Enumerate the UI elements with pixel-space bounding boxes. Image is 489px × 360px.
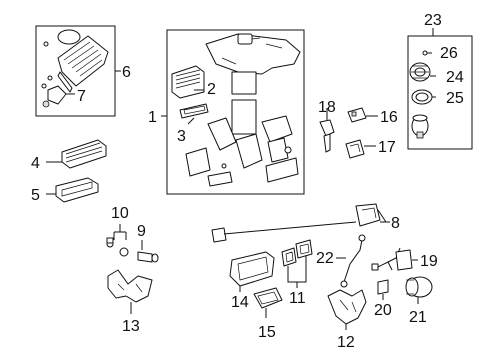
hose-22 [340,234,366,288]
seal-3 [179,103,209,119]
callout-10: 10 [111,205,129,222]
evaporator-core-5 [55,177,99,203]
callout-17: 17 [378,139,396,156]
callout-26: 26 [440,45,458,62]
harness-19 [371,247,413,271]
callout-1: 1 [148,109,157,126]
callout-2: 2 [207,81,216,98]
seals-11 [281,239,313,267]
actuator-7 [42,85,67,108]
callout-6: 6 [122,64,131,81]
case-components [185,71,299,187]
callout-3: 3 [177,128,186,145]
resistor-20 [377,279,389,300]
callout-12: 12 [337,334,355,351]
callout-24: 24 [446,69,464,86]
callout-13: 13 [122,318,140,335]
cable-8 [211,203,381,243]
blower-wheel-24 [409,62,436,82]
motor-23 [411,114,429,139]
group-box-23 [407,35,473,150]
callout-16: 16 [380,109,398,126]
heater-core-2 [171,65,205,99]
callout-22: 22 [316,250,334,267]
callout-4: 4 [31,155,40,172]
callout-15: 15 [258,324,276,341]
heater-core-4 [61,139,107,169]
callout-8: 8 [391,215,400,232]
callout-19: 19 [420,253,438,270]
group-box-6 [35,25,116,117]
hvac-case-upper [205,33,301,75]
callout-9: 9 [137,223,146,240]
callout-5: 5 [31,187,40,204]
actuator-17 [345,139,365,159]
screw-26 [422,50,432,56]
group-box-1 [166,29,305,195]
filter-15 [253,287,283,309]
duct-12 [327,289,367,325]
sensor-18 [319,119,335,153]
callout-7: 7 [77,88,86,105]
callout-25: 25 [446,90,464,107]
bracket-13 [107,269,153,303]
callout-14: 14 [231,294,249,311]
blower-motor-21 [405,276,433,298]
actuator-16 [347,107,367,123]
screws [41,41,53,89]
callout-23: 23 [424,12,442,29]
callout-11: 11 [289,290,306,307]
ring-25 [411,89,436,105]
callout-21: 21 [409,309,427,326]
blower-motor-housing [57,29,109,93]
callout-20: 20 [374,302,392,319]
bulb-9 [137,251,159,263]
filter-box-14 [229,251,275,287]
callout-18: 18 [318,99,336,116]
bulbs-10 [106,237,129,257]
